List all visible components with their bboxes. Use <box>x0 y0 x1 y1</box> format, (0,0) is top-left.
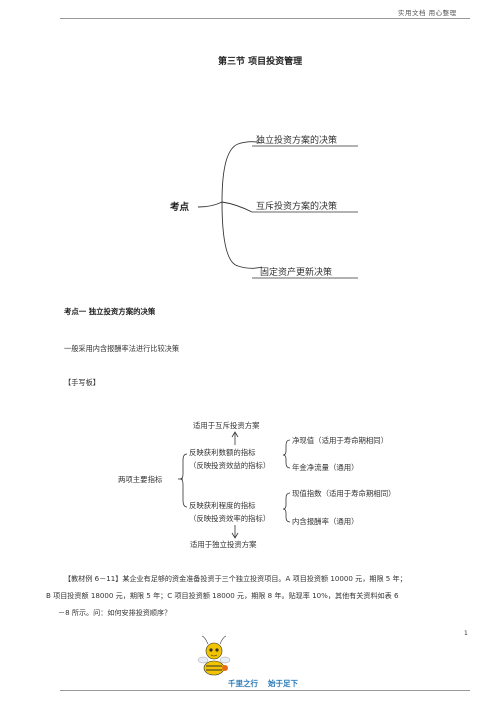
diagram-bottom-note: 适用于独立投资方案 <box>190 540 257 549</box>
diagram-group1-item1: 净现值（适用于寿命期相同） <box>292 436 389 445</box>
mindmap-connector-bottom <box>221 201 263 269</box>
diagram-group2-line1: 反映获利程度的指标 <box>189 501 256 510</box>
diagram-group2-item2: 内含报酬率（通用） <box>292 517 359 526</box>
diagram-top-note: 适用于互斥投资方案 <box>193 421 260 430</box>
diagram-up-arrowhead <box>231 431 239 438</box>
diagram-group2-line2: （反映投资效率的指标） <box>189 514 271 523</box>
section-intro: 一般采用内含报酬率法进行比较决策 <box>64 344 180 353</box>
diagram-down-arrowhead <box>231 532 239 539</box>
diagram-group1-brace <box>282 439 291 469</box>
mindmap-connector-top <box>221 141 263 203</box>
mindmap-branch-replacement: 固定资产更新决策 <box>260 268 333 278</box>
header-divider <box>60 18 470 19</box>
diagram-group2-item1: 现值指数（适用于寿命期相同） <box>292 489 396 498</box>
example-line-2: B 项目投资额 18000 元，期限 5 年；C 项目投资额 18000 元，期… <box>46 591 399 600</box>
mindmap-connector-middle <box>221 201 253 213</box>
example-line-1: 【教材例 6－11】某企业有足够的资金准备投资于三个独立投资项目。A 项目投资额… <box>64 574 407 583</box>
diagram-group1-line2: （反映投资效益的指标） <box>189 461 271 470</box>
footer-right: 始于足下 <box>268 679 298 688</box>
mindmap-branch-exclusive: 互斥投资方案的决策 <box>256 202 338 212</box>
mindmap-connector-center <box>197 201 223 208</box>
diagram-group1-item2: 年金净流量（通用） <box>292 463 359 472</box>
footer-divider <box>60 690 470 691</box>
handwritten-label: 【手写板】 <box>64 378 100 387</box>
diagram-group2-brace <box>282 492 291 523</box>
mindmap-center: 考点 <box>170 202 190 213</box>
page-title: 第三节 项目投资管理 <box>218 57 303 67</box>
example-line-3: －8 所示。问：如何安排投资顺序？ <box>58 608 172 617</box>
header-text: 实用文档 用心整理 <box>398 9 457 17</box>
mindmap-branch-independent: 独立投资方案的决策 <box>256 136 338 146</box>
section-heading: 考点一 独立投资方案的决策 <box>64 307 156 316</box>
footer-left: 千里之行 <box>228 679 258 688</box>
diagram-main-brace <box>179 453 188 508</box>
diagram-group1-line1: 反映获利数额的指标 <box>189 448 256 457</box>
page-number: 1 <box>464 630 468 637</box>
diagram-root: 两项主要指标 <box>118 475 163 484</box>
